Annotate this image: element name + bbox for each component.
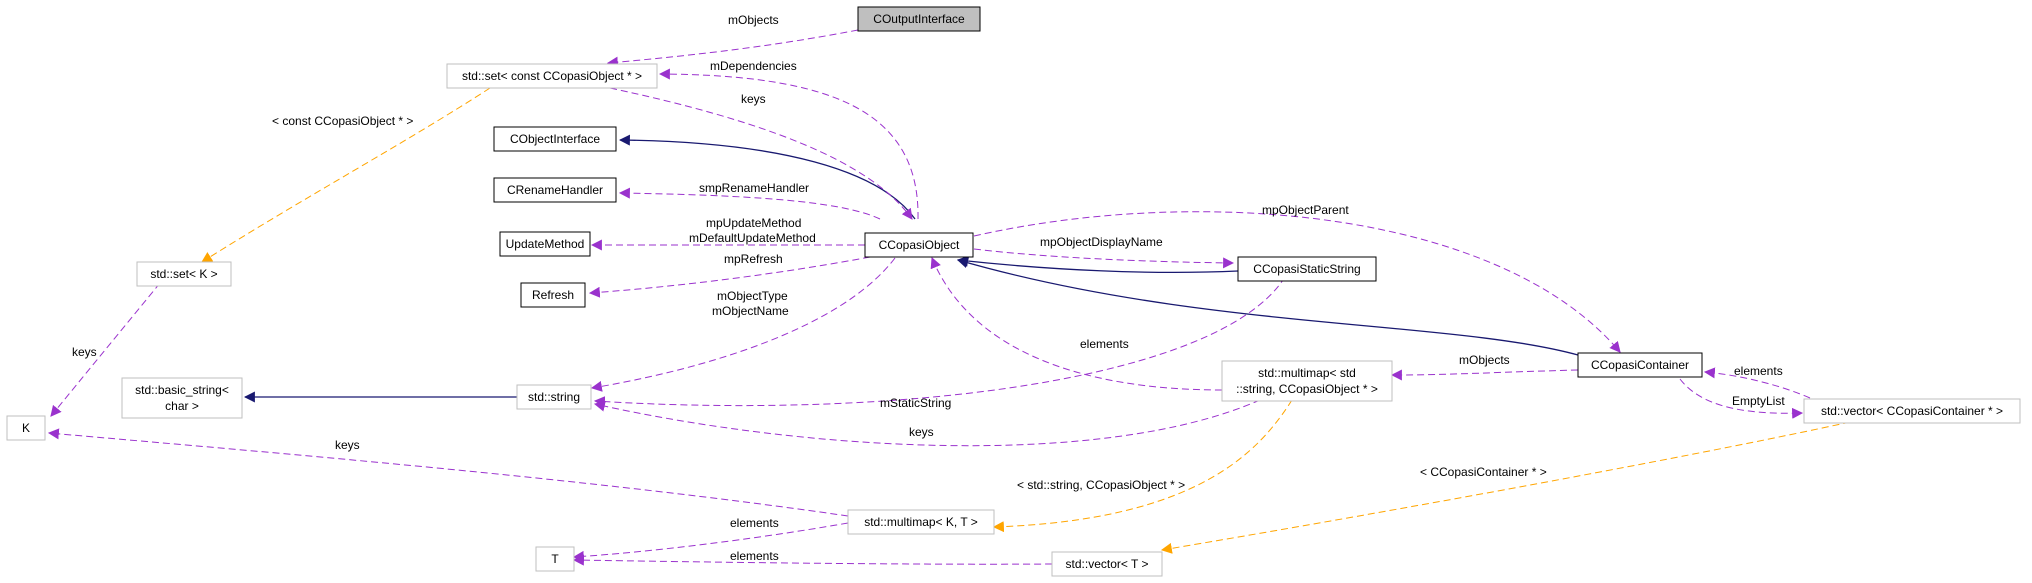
node-k[interactable]: K	[6, 415, 46, 441]
edge-labels: mObjects mDependencies keys < const CCop…	[72, 13, 1785, 563]
node-label: T	[551, 552, 559, 566]
node-label: K	[22, 421, 30, 435]
node-multimap-string[interactable]: std::multimap< std ::string, CCopasiObje…	[1221, 360, 1393, 402]
label-mstaticstring: mStaticString	[880, 396, 951, 410]
label-keys-multimap-kt: keys	[335, 438, 360, 452]
edge-coutputinterface-to-set	[606, 29, 859, 68]
label-keys-k: keys	[72, 345, 97, 359]
node-string[interactable]: std::string	[516, 384, 592, 410]
label-elements-t1: elements	[730, 516, 779, 530]
edge-multimap-kt-to-t	[572, 522, 849, 562]
edge-set-to-ccopasiobject-keys	[609, 87, 913, 220]
label-string-ccopasiobject-template: < std::string, CCopasiObject * >	[1017, 478, 1185, 492]
node-label-line1: std::basic_string<	[135, 383, 229, 397]
nodes: COutputInterface std::set< const CCopasi…	[6, 6, 2021, 577]
edge-ccopasiobject-to-string	[590, 257, 896, 392]
edge-ccopasiobject-to-cobjectinterface	[618, 134, 916, 220]
node-label-line1: std::multimap< std	[1258, 366, 1356, 380]
edge-ccopasiobject-to-set-mdependencies	[658, 68, 919, 220]
edge-set-k-to-k	[50, 282, 161, 417]
label-mpobjectdisplayname: mpObjectDisplayName	[1040, 235, 1163, 249]
node-set-const-ccopasiobject[interactable]: std::set< const CCopasiObject * >	[446, 63, 658, 89]
node-multimap-kt[interactable]: std::multimap< K, T >	[847, 509, 995, 535]
edge-ccopasiobject-to-ccopasicontainer	[973, 211, 1621, 353]
edge-multimap-kt-to-k	[47, 428, 849, 517]
edge-ccopasiobject-to-refresh	[588, 256, 871, 298]
label-mpupdatemethod: mpUpdateMethod	[706, 216, 801, 230]
node-t[interactable]: T	[535, 546, 575, 572]
edge-ccopasiobject-to-crenamehandler	[618, 187, 881, 220]
node-label: CCopasiObject	[879, 238, 960, 252]
label-keys-string: keys	[909, 425, 934, 439]
node-vector-t[interactable]: std::vector< T >	[1051, 551, 1163, 577]
label-keys-set: keys	[741, 92, 766, 106]
node-vector-ccopasicontainer[interactable]: std::vector< CCopasiContainer * >	[1803, 398, 2021, 424]
label-smprenamehandler: smpRenameHandler	[699, 181, 809, 195]
node-set-k[interactable]: std::set< K >	[136, 261, 232, 287]
label-elements-multimap: elements	[1080, 337, 1129, 351]
node-updatemethod[interactable]: UpdateMethod	[499, 231, 591, 257]
edge-vector-t-to-t	[572, 554, 1053, 566]
label-ccopasicontainer-template: < CCopasiContainer * >	[1420, 465, 1547, 479]
node-ccopasicontainer[interactable]: CCopasiContainer	[1577, 352, 1703, 378]
node-label: std::set< const CCopasiObject * >	[462, 69, 642, 83]
node-ccopasiobject[interactable]: CCopasiObject	[864, 232, 974, 258]
label-mobjectname: mObjectName	[712, 304, 789, 318]
label-elements-vector: elements	[1734, 364, 1783, 378]
edge-ccopasiobject-to-ccopasistaticstring	[973, 248, 1235, 269]
node-label: std::set< K >	[150, 267, 217, 281]
node-refresh[interactable]: Refresh	[520, 282, 586, 308]
label-mdependencies: mDependencies	[710, 59, 797, 73]
edge-ccopasicontainer-to-vector-emptylist	[1679, 378, 1804, 419]
node-label: CObjectInterface	[510, 132, 600, 146]
edges	[47, 29, 1851, 566]
edge-ccopasicontainer-to-ccopasiobject	[956, 257, 1579, 356]
node-label: std::multimap< K, T >	[864, 515, 978, 529]
node-label: std::vector< CCopasiContainer * >	[1821, 404, 2003, 418]
node-crenamehandler[interactable]: CRenameHandler	[493, 177, 617, 203]
edge-multimap-string-to-string-keys	[593, 399, 1261, 447]
label-mprefresh: mpRefresh	[724, 252, 783, 266]
node-label: std::vector< T >	[1066, 557, 1149, 571]
label-mpobjectparent: mpObjectParent	[1262, 203, 1349, 217]
node-label: UpdateMethod	[506, 237, 585, 251]
label-elements-t2: elements	[730, 549, 779, 563]
label-mobjects-top: mObjects	[728, 13, 779, 27]
node-label: std::string	[528, 390, 580, 404]
label-mdefaultupdatemethod: mDefaultUpdateMethod	[689, 231, 816, 245]
node-label: Refresh	[532, 288, 574, 302]
edge-ccopasicontainer-to-multimap-string	[1390, 369, 1579, 381]
label-const-ccopasiobject-template: < const CCopasiObject * >	[272, 114, 413, 128]
node-basic-string[interactable]: std::basic_string< char >	[121, 377, 243, 419]
node-label: COutputInterface	[873, 12, 965, 26]
node-label: CRenameHandler	[507, 183, 603, 197]
label-mobjecttype: mObjectType	[717, 289, 788, 303]
node-label-line2: char >	[165, 399, 199, 413]
node-coutputinterface[interactable]: COutputInterface	[857, 6, 981, 32]
edge-multimap-string-to-ccopasiobject	[930, 256, 1223, 391]
node-label: CCopasiStaticString	[1253, 262, 1360, 276]
node-ccopasistaticstring[interactable]: CCopasiStaticString	[1237, 256, 1377, 282]
node-label: CCopasiContainer	[1591, 358, 1689, 372]
edge-set-k-to-set-const-template	[201, 87, 491, 263]
edge-multimap-kt-to-multimap-string-template	[992, 399, 1293, 533]
node-cobjectinterface[interactable]: CObjectInterface	[493, 126, 617, 152]
edge-vector-t-to-vector-template	[1160, 421, 1851, 554]
edge-ccopasistaticstring-to-string	[593, 276, 1286, 408]
label-mobjects-container: mObjects	[1459, 353, 1510, 367]
node-label-line2: ::string, CCopasiObject * >	[1236, 382, 1378, 396]
edge-ccopasistaticstring-to-ccopasiobject	[956, 255, 1239, 274]
label-emptylist: EmptyList	[1732, 394, 1785, 408]
